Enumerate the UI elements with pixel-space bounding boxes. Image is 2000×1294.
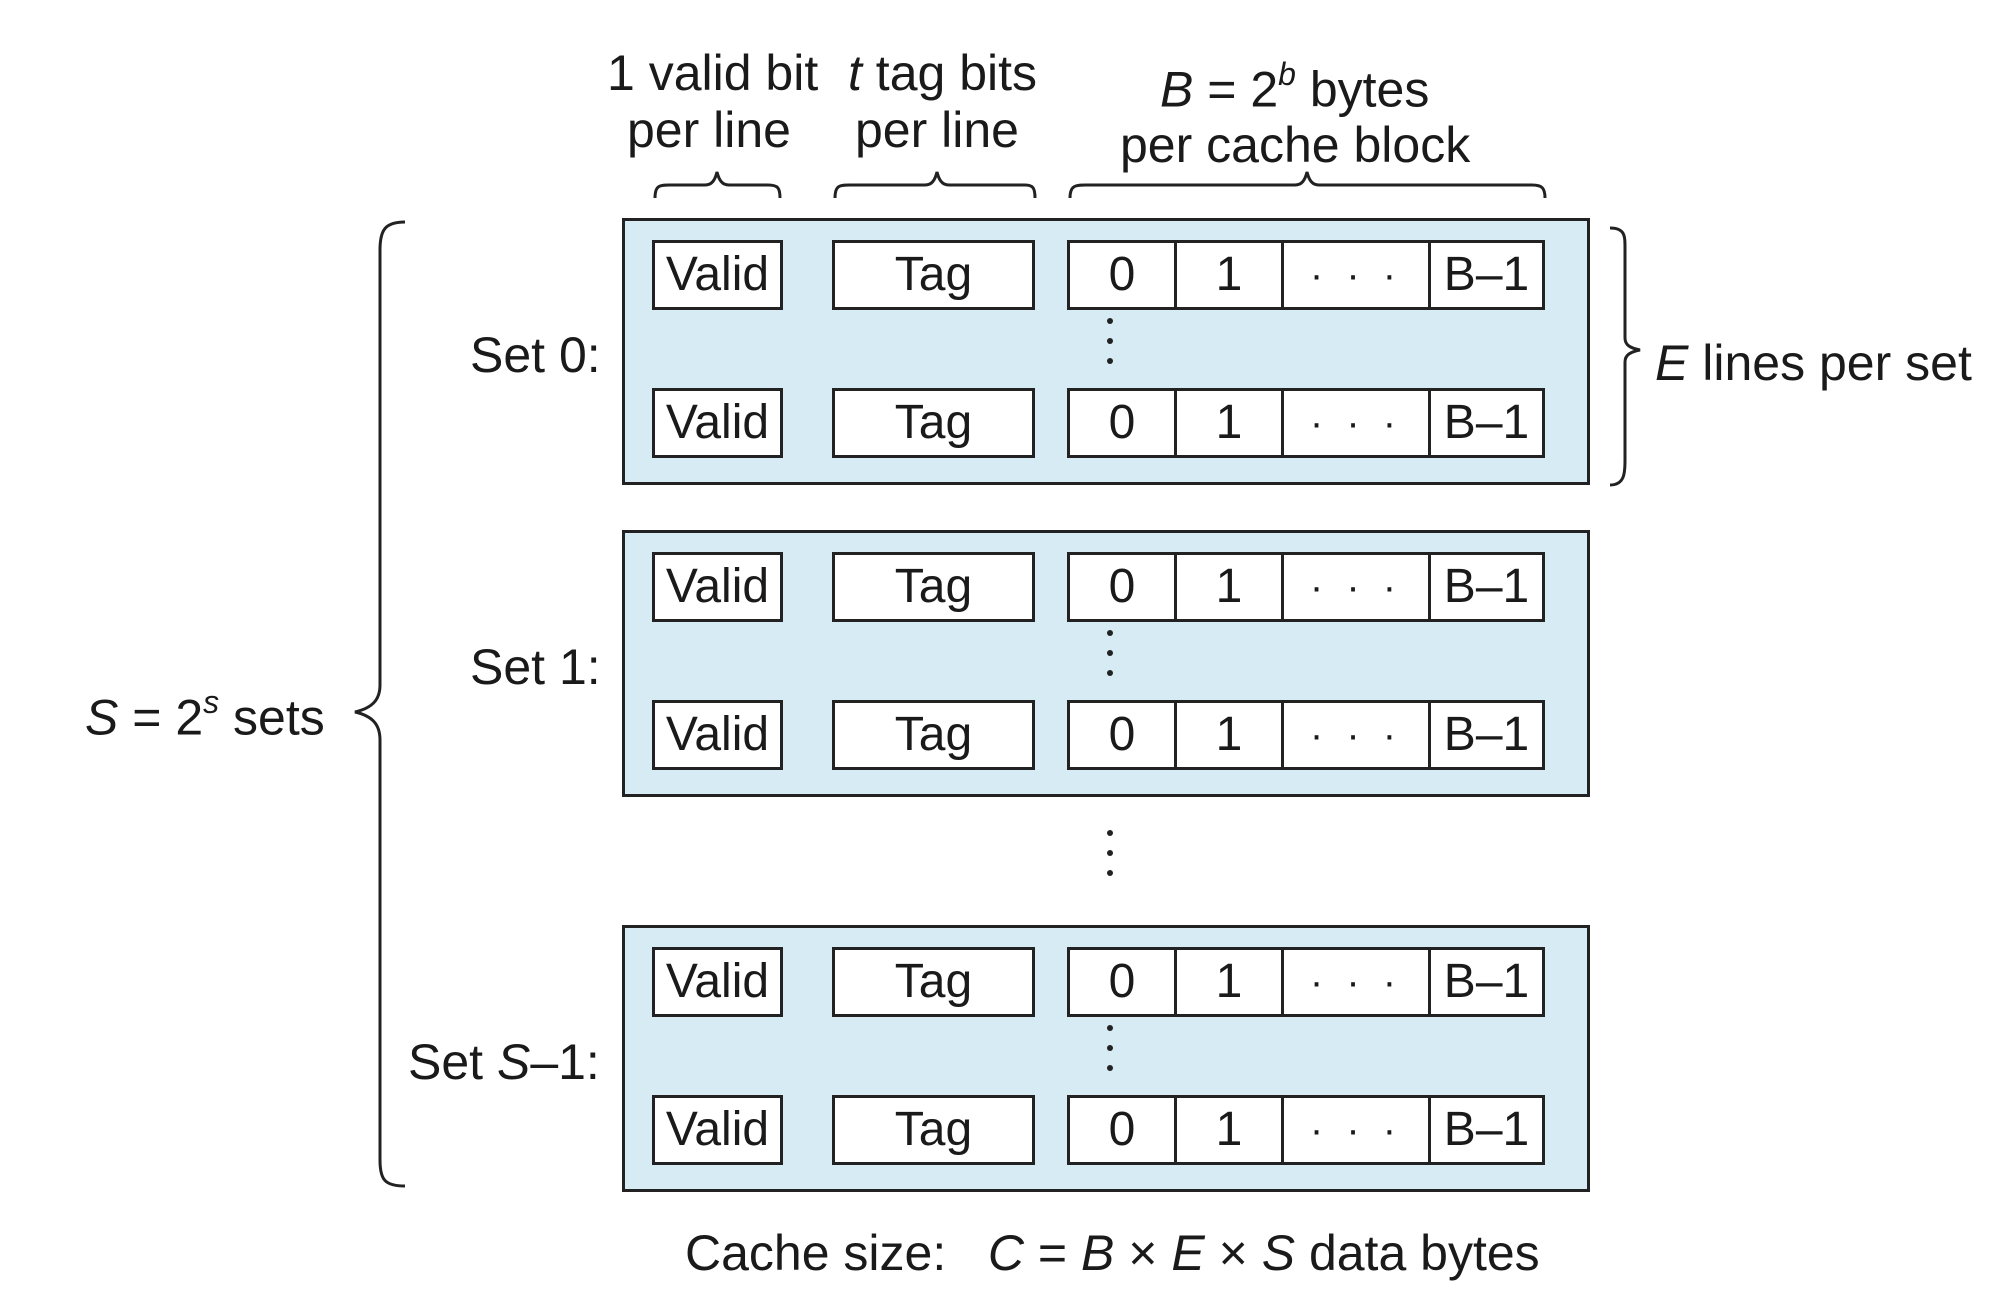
bytes-ellipsis-cell: · · ·	[1281, 1095, 1431, 1165]
sets-brace	[354, 220, 406, 1188]
bytes-ellipsis-cell: · · ·	[1281, 240, 1431, 310]
byte-1-cell: 1	[1174, 388, 1284, 458]
valid-cell: Valid	[652, 240, 783, 310]
byte-1-cell: 1	[1174, 552, 1284, 622]
cache-size-formula: Cache size: C = B × E × S data bytes	[685, 1225, 1540, 1281]
tag-cell: Tag	[832, 1095, 1035, 1165]
byte-last-cell: B–1	[1428, 240, 1545, 310]
bytes-ellipsis-cell: · · ·	[1281, 388, 1431, 458]
tag-cell: Tag	[832, 552, 1035, 622]
sets-label: S = 2s sets	[85, 684, 325, 746]
valid-header-line1: 1 valid bit	[607, 45, 819, 101]
bytes-ellipsis-cell: · · ·	[1281, 552, 1431, 622]
block-brace	[1068, 171, 1547, 199]
bytes-ellipsis-cell: · · ·	[1281, 947, 1431, 1017]
valid-brace	[653, 171, 782, 199]
set-0-label: Set 0:	[470, 327, 601, 383]
sets-ellipsis	[1107, 830, 1113, 890]
byte-1-cell: 1	[1174, 700, 1284, 770]
byte-0-cell: 0	[1067, 388, 1177, 458]
byte-last-cell: B–1	[1428, 700, 1545, 770]
tag-header-line2: per line	[855, 102, 1019, 158]
set-last-lines-ellipsis	[1107, 1025, 1113, 1085]
tag-cell: Tag	[832, 240, 1035, 310]
set-1-lines-ellipsis	[1107, 630, 1113, 690]
byte-last-cell: B–1	[1428, 388, 1545, 458]
tag-brace	[833, 171, 1037, 199]
byte-0-cell: 0	[1067, 947, 1177, 1017]
valid-cell: Valid	[652, 388, 783, 458]
byte-last-cell: B–1	[1428, 552, 1545, 622]
byte-last-cell: B–1	[1428, 1095, 1545, 1165]
valid-cell: Valid	[652, 947, 783, 1017]
valid-header-line2: per line	[627, 102, 791, 158]
byte-1-cell: 1	[1174, 947, 1284, 1017]
valid-cell: Valid	[652, 1095, 783, 1165]
byte-1-cell: 1	[1174, 240, 1284, 310]
tag-cell: Tag	[832, 388, 1035, 458]
byte-0-cell: 0	[1067, 240, 1177, 310]
bytes-ellipsis-cell: · · ·	[1281, 700, 1431, 770]
block-header-line2: per cache block	[1120, 117, 1471, 173]
block-header-line1: B = 2b bytes	[1160, 56, 1430, 118]
byte-0-cell: 0	[1067, 1095, 1177, 1165]
valid-cell: Valid	[652, 552, 783, 622]
tag-cell: Tag	[832, 700, 1035, 770]
byte-0-cell: 0	[1067, 700, 1177, 770]
set-1-label: Set 1:	[470, 639, 601, 695]
set-last-label: Set S–1:	[408, 1034, 600, 1090]
byte-last-cell: B–1	[1428, 947, 1545, 1017]
valid-cell: Valid	[652, 700, 783, 770]
e-lines-brace	[1609, 226, 1641, 487]
byte-0-cell: 0	[1067, 552, 1177, 622]
e-lines-label: E lines per set	[1655, 335, 1972, 391]
tag-cell: Tag	[832, 947, 1035, 1017]
set-0-lines-ellipsis	[1107, 318, 1113, 378]
byte-1-cell: 1	[1174, 1095, 1284, 1165]
tag-header-line1: t tag bits	[848, 45, 1038, 101]
